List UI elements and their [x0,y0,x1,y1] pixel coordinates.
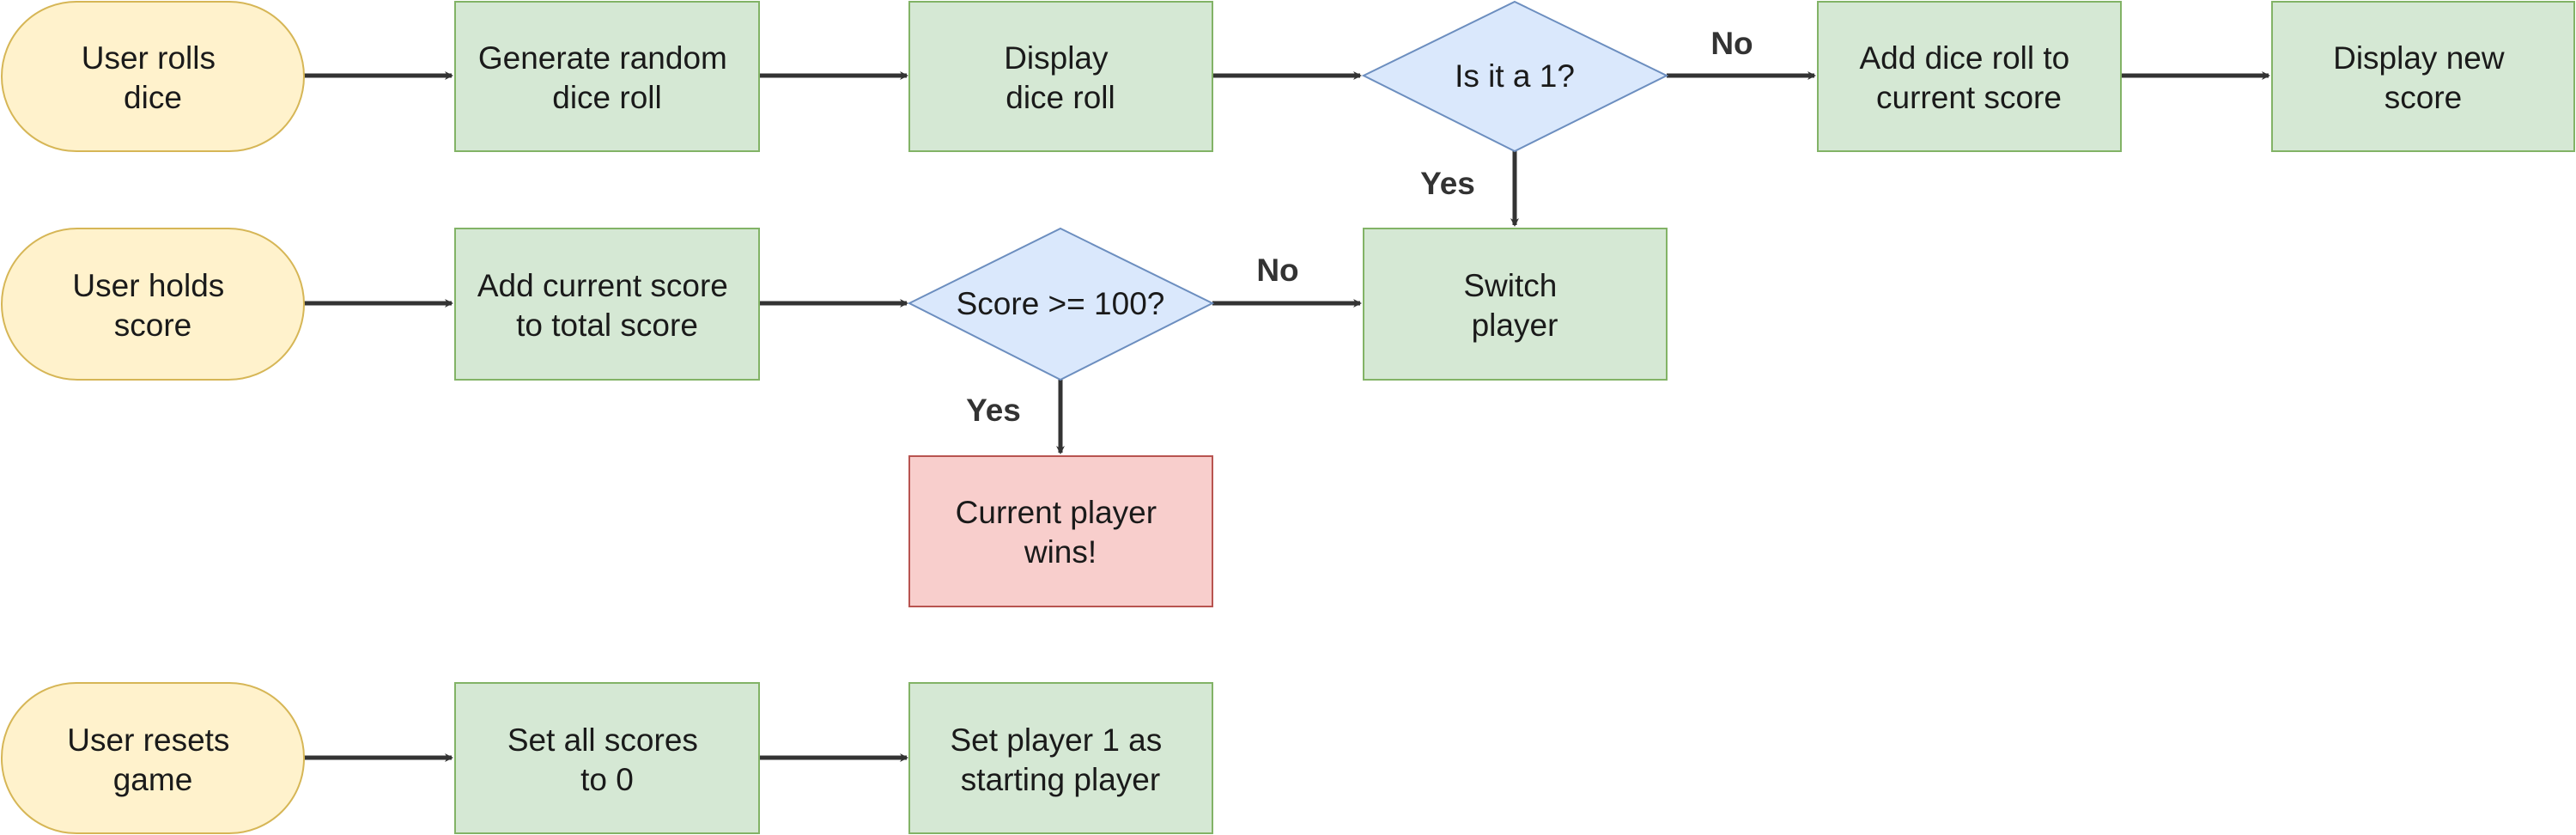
node-add-total-line1: Add current score [477,268,728,303]
node-add-roll-line2: current score [1876,80,2062,115]
node-roll: User rolls dice [1,1,305,152]
node-roll-line1: User rolls [82,40,216,76]
node-wins-text: Current player wins! [956,495,1166,570]
node-first: Set player 1 as starting player [908,682,1213,834]
node-add-total: Add current score to total score [454,228,760,381]
decision-shape [907,227,1215,381]
node-wins: Current player wins! [908,455,1213,607]
node-hold: User holds score [1,228,305,381]
node-show-new-line1: Display new [2333,40,2505,76]
node-show-new-text: Display new score [2333,40,2513,115]
node-add-roll-line1: Add dice roll to [1859,40,2069,76]
node-switch-line1: Switch [1463,268,1557,303]
node-switch: Switch player [1363,228,1668,381]
edge-label-is-one-yes: Yes [1420,166,1475,201]
node-add-total-text: Add current score to total score [477,268,737,343]
node-zero-line2: to 0 [580,762,634,797]
node-switch-text: Switch player [1463,268,1565,343]
edge-label-is-one-no: No [1710,26,1753,61]
node-first-text: Set player 1 as starting player [950,722,1170,797]
node-display-line1: Display [1004,40,1109,76]
node-is-one-text: Is it a 1? [1455,58,1575,94]
node-display-line2: dice roll [1005,80,1115,115]
node-roll-line2: dice [124,80,182,115]
node-add-roll-text: Add dice roll to current score [1859,40,2078,115]
node-display: Display dice roll [908,1,1213,152]
terminator-shape [1,1,305,152]
process-shape [454,682,760,834]
node-first-line1: Set player 1 as [950,722,1162,758]
process-shape [454,228,760,381]
node-reset: User resets game [1,682,305,834]
node-switch-line2: player [1472,308,1558,343]
node-generate: Generate random dice roll [454,1,760,152]
node-hold-line1: User holds [72,268,224,303]
process-shape [1817,1,2122,152]
node-zero: Set all scores to 0 [454,682,760,834]
decision-shape [1361,0,1669,153]
end-shape [908,455,1213,607]
terminator-shape [1,228,305,381]
node-first-line2: starting player [961,762,1160,797]
node-zero-text: Set all scores to 0 [507,722,707,797]
node-is-one: Is it a 1? [1361,0,1669,153]
process-shape [908,1,1213,152]
node-display-text: Display dice roll [1004,40,1117,115]
node-hold-line2: score [114,308,191,343]
edges [304,71,2270,762]
process-shape [908,682,1213,834]
node-reset-line1: User resets [67,722,229,758]
node-zero-line1: Set all scores [507,722,698,758]
node-generate-line2: dice roll [552,80,662,115]
node-generate-text: Generate random dice roll [478,40,736,115]
edge-label-check-no: No [1256,253,1298,288]
node-roll-text: User rolls dice [82,40,225,115]
node-wins-line1: Current player [956,495,1157,530]
node-check-100-text: Score >= 100? [957,286,1165,321]
node-add-total-line2: to total score [516,308,698,343]
node-reset-text: User resets game [67,722,238,797]
node-check-100: Score >= 100? [907,227,1215,381]
node-show-new: Display new score [2271,1,2575,152]
node-generate-line1: Generate random [478,40,727,76]
node-reset-line2: game [113,762,193,797]
node-wins-line2: wins! [1024,534,1097,570]
process-shape [454,1,760,152]
edge-label-check-yes: Yes [966,393,1021,428]
process-shape [2271,1,2575,152]
node-hold-text: User holds score [72,268,233,343]
process-shape [1363,228,1668,381]
node-show-new-line2: score [2385,80,2462,115]
node-add-roll: Add dice roll to current score [1817,1,2122,152]
terminator-shape [1,682,305,834]
